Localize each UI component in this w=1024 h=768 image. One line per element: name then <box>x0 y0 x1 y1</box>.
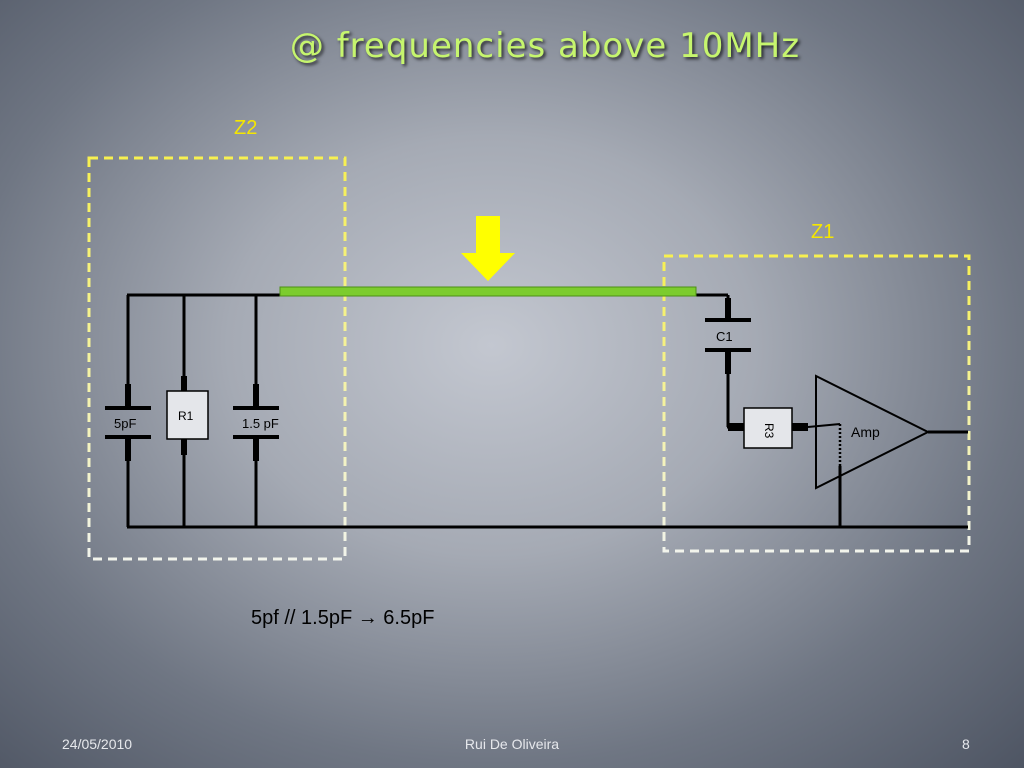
resistor-r1 <box>166 295 209 527</box>
capacitor-c1 <box>705 295 751 429</box>
zone-z2-label: Z2 <box>234 117 257 139</box>
resistor-r1-label: R1 <box>178 409 194 423</box>
zone-z1-box <box>662 254 971 553</box>
zone-z1-label: Z1 <box>811 221 834 243</box>
resistor-r3-label: R3 <box>762 423 776 439</box>
amplifier <box>815 374 968 527</box>
slide-title: @ frequencies above 10MHz <box>289 26 801 66</box>
capacitor-c1-label: C1 <box>716 329 733 344</box>
footer-date: 24/05/2010 <box>62 736 133 752</box>
transmission-line <box>279 286 697 297</box>
footer-author: Rui De Oliveira <box>464 736 560 752</box>
zone-z2-box <box>87 156 347 561</box>
capacitance-caption: 5pf // 1.5pF → 6.5pF <box>251 607 435 629</box>
resistor-r3 <box>728 407 841 449</box>
capacitor-1-5pf <box>233 295 279 527</box>
arrow-down-icon <box>461 216 515 281</box>
page-number: 8 <box>962 736 970 752</box>
amplifier-label: Amp <box>851 424 880 440</box>
capacitor-5pf-label: 5pF <box>114 416 136 431</box>
capacitor-5pf <box>105 295 151 527</box>
capacitor-1-5pf-label: 1.5 pF <box>242 416 279 431</box>
